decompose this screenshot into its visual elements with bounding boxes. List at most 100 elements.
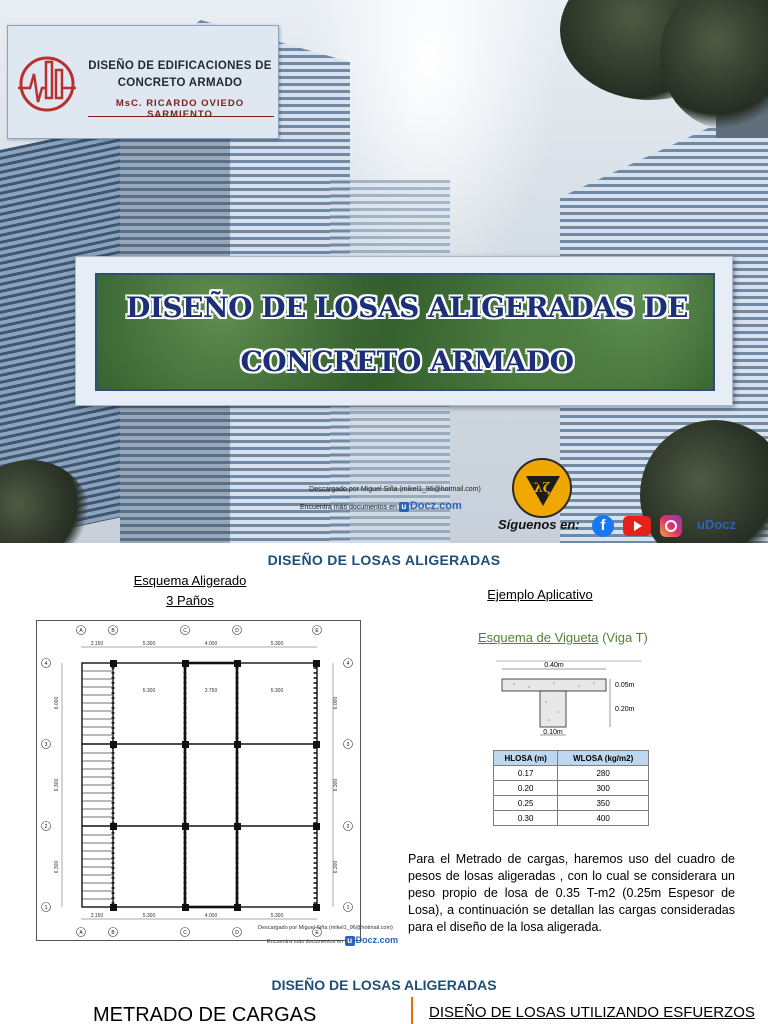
youtube-icon[interactable] (623, 516, 651, 536)
table-cell: 280 (557, 765, 649, 781)
udocz-icon: u (344, 936, 355, 946)
axis-label-bottom-1: B (111, 930, 115, 936)
dim-side-left-2: 6.300 (54, 861, 60, 874)
vigueta-type: (Viga T) (602, 630, 648, 645)
scheme-subtitle: 3 Paños (166, 593, 214, 608)
logo-divider (88, 116, 274, 117)
table-cell: 350 (557, 795, 649, 811)
udocz-link-slide2-text: Docz.com (355, 935, 399, 945)
dim-bottom-1: 5.300 (143, 913, 156, 919)
load-description-paragraph: Para el Metrado de cargas, haremos uso d… (408, 852, 735, 934)
axis-num-left-1: 3 (45, 742, 48, 748)
joist-ticks-left (111, 667, 317, 905)
axis-num-right-3: 1 (347, 905, 350, 911)
axis-num-right-1: 3 (347, 742, 350, 748)
vigueta-flange: 0.05m (615, 682, 635, 689)
logo-author: MsC. RICARDO OVIEDO SARMIENTO (115, 98, 245, 120)
vigueta-label: Esquema de Vigueta (478, 630, 599, 645)
udocz-social-link[interactable]: uDocz (697, 517, 736, 532)
cover-title-line-1: DISEÑO DE LOSAS ALIGERADAS DE (126, 291, 688, 324)
download-note: Descargado por Miguel Siña (mikel1_96@ho… (309, 486, 481, 493)
axis-label-top-2: C (183, 628, 187, 634)
dim-top-1: 5.300 (143, 641, 156, 647)
course-logo-panel: DISEÑO DE EDIFICACIONES DE CONCRETO ARMA… (7, 25, 279, 139)
axis-label-bottom-2: C (183, 930, 187, 936)
example-slide: DISEÑO DE LOSAS ALIGERADAS Esquema Alige… (0, 543, 768, 964)
dim-bottom-2: 4.000 (205, 913, 218, 919)
vigueta-width-top: 0.40m (544, 662, 564, 669)
dim-inner-1: 3.750 (205, 688, 218, 694)
follow-label: Síguenos en: (498, 517, 580, 532)
logo-line-1: DISEÑO DE EDIFICACIONES DE (88, 60, 272, 72)
tree-top-right-2 (660, 0, 768, 130)
section-divider (411, 997, 413, 1024)
dim-bottom-0: 2.150 (91, 913, 104, 919)
cover-slide: DISEÑO DE EDIFICACIONES DE CONCRETO ARMA… (0, 0, 768, 543)
vigueta-web-width: 0.10m (543, 729, 563, 736)
example-title: Ejemplo Aplicativo (487, 587, 593, 602)
table-header-w: WLOSA (kg/m2) (557, 750, 649, 766)
axis-label-top-0: A (79, 628, 83, 634)
axis-num-left-0: 4 (45, 661, 48, 667)
table-cell: 0.30 (492, 810, 559, 826)
logo-line-2: CONCRETO ARMADO (117, 77, 243, 89)
slide-2-title: DISEÑO DE LOSAS ALIGERADAS (267, 552, 501, 568)
axis-label-bottom-3: D (235, 930, 239, 936)
axis-num-right-0: 4 (347, 661, 350, 667)
table-cell: 400 (557, 810, 649, 826)
loads-slide: DISEÑO DE LOSAS ALIGERADAS METRADO DE CA… (0, 964, 768, 1024)
udocz-link-text: Docz.com (409, 500, 462, 512)
scheme-title: Esquema Aligerado (133, 573, 247, 588)
axis-num-left-3: 1 (45, 905, 48, 911)
dim-side-right-0: 6.000 (333, 697, 339, 710)
dim-side-right-2: 6.300 (333, 861, 339, 874)
table-cell: 300 (557, 780, 649, 796)
slab-plan-svg: A B C D E A B C D E 4 3 2 1 4 3 2 1 (41, 625, 353, 937)
dim-inner-0: 5.300 (143, 688, 156, 694)
badge-text: λζ (533, 481, 551, 496)
table-cell: 0.25 (492, 795, 559, 811)
axis-num-left-2: 2 (45, 824, 48, 830)
axis-label-top-1: B (111, 628, 115, 634)
dim-bottom-3: 5.300 (271, 913, 284, 919)
cover-title-panel: DISEÑO DE LOSAS ALIGERADAS DE CONCRETO A… (75, 256, 733, 406)
cover-title-line-2: CONCRETO ARMADO (240, 345, 574, 378)
axis-label-top-4: E (315, 628, 319, 634)
axis-num-right-2: 2 (347, 824, 350, 830)
cover-title-background: DISEÑO DE LOSAS ALIGERADAS DE CONCRETO A… (95, 273, 715, 391)
instagram-icon[interactable] (660, 515, 682, 537)
dim-side-right-1: 6.300 (333, 779, 339, 792)
axis-label-bottom-4: E (315, 930, 319, 936)
t-beam-section-drawing: 0.40m 0.05m 0.20m 0.10m (496, 660, 642, 736)
axis-label-top-3: D (235, 628, 239, 634)
loads-heading: METRADO DE CARGAS (93, 1004, 317, 1024)
facebook-icon[interactable]: f (592, 515, 614, 537)
download-note-slide2: Descargado por Miguel Siña (mikel1_96@ho… (258, 925, 393, 931)
badge-triangle-icon (526, 476, 560, 506)
heartbeat-building-logo-icon (18, 56, 76, 112)
slab-plan-drawing: A B C D E A B C D E 4 3 2 1 4 3 2 1 (36, 620, 361, 941)
channel-badge: λζ (512, 458, 572, 518)
table-header-h: HLOSA (m) (492, 750, 559, 766)
dim-top-2: 4.000 (205, 641, 218, 647)
dim-top-0: 2.150 (91, 641, 104, 647)
stress-design-heading: DISEÑO DE LOSAS UTILIZANDO ESFUERZOS (429, 1004, 755, 1021)
dim-side-left-1: 6.300 (54, 779, 60, 792)
axis-label-bottom-0: A (79, 930, 83, 936)
slide-3-title: DISEÑO DE LOSAS ALIGERADAS (271, 977, 497, 993)
download-note-2-text: Encuentra más documentos en (300, 504, 397, 511)
dim-top-3: 5.300 (271, 641, 284, 647)
dim-side-left-0: 6.000 (54, 697, 60, 710)
udocz-icon: u (398, 502, 409, 512)
dim-inner-2: 5.300 (271, 688, 284, 694)
download-note-slide2-text: Encuentra más documentos en (267, 939, 344, 945)
